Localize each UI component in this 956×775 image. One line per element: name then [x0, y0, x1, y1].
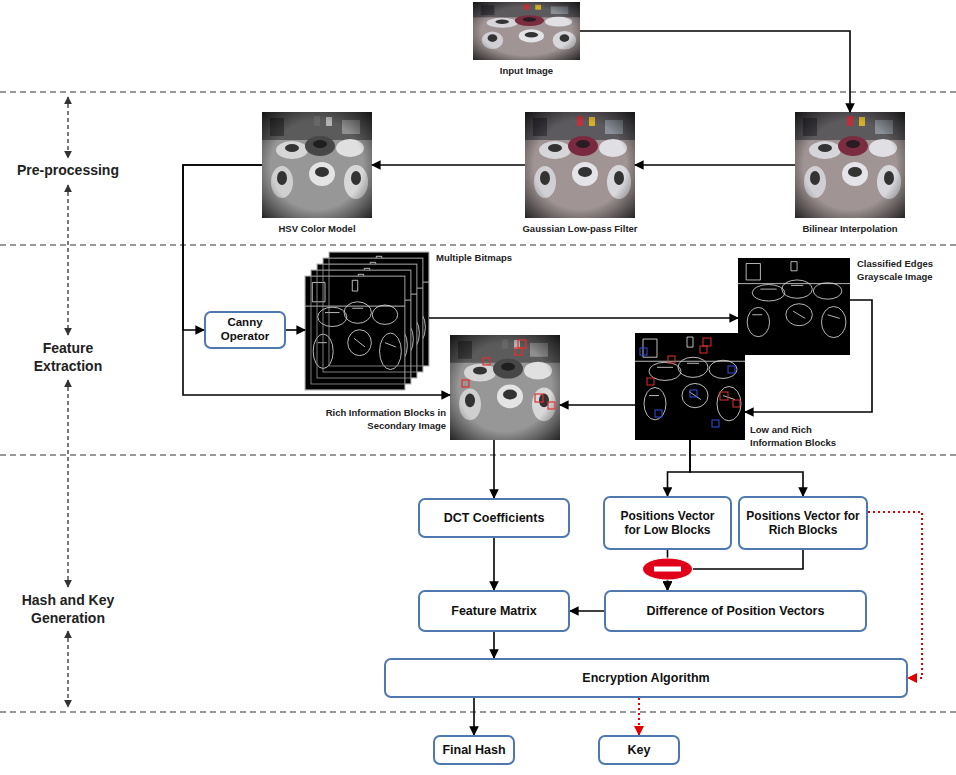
caption-text: Classified Edges Grayscale Image	[857, 258, 949, 284]
key-connector	[868, 512, 922, 678]
image-caption: Multiple Bitmaps	[436, 252, 512, 265]
image-caption: Input Image	[443, 65, 610, 78]
flow-arrow	[570, 610, 604, 612]
photo-step: Gaussian Low-pass Filter	[525, 112, 635, 218]
box-label: Difference of Position Vectors	[647, 604, 825, 619]
caption-text: Bilinear Interpolation	[765, 223, 935, 236]
image-caption: Rich Information Blocks in Secondary Ima…	[321, 407, 446, 433]
key-connector	[638, 698, 640, 735]
subtract-symbol	[643, 558, 693, 580]
process-box: Canny Operator	[204, 311, 286, 349]
process-box: Positions Vector for Low Blocks	[603, 496, 732, 550]
caption-text: Multiple Bitmaps	[436, 252, 512, 265]
flow-arrow	[372, 164, 525, 166]
flow-arrow	[668, 440, 691, 496]
flow-arrow	[183, 165, 450, 395]
caption-text: Gaussian Low-pass Filter	[495, 223, 665, 236]
block-image: Low and Rich Information Blocks	[635, 333, 745, 440]
stage-label: Feature Extraction	[8, 339, 128, 376]
image-caption: HSV Color Model	[232, 223, 402, 236]
image-caption: Classified Edges Grayscale Image	[857, 258, 949, 284]
process-box: Encryption Algorithm	[384, 658, 908, 698]
flow-arrow	[635, 164, 795, 166]
bitmap-stack: Multiple Bitmaps	[305, 252, 429, 390]
flow-arrow	[493, 538, 495, 590]
box-label: Encryption Algorithm	[582, 671, 709, 686]
flow-arrow	[183, 165, 262, 330]
output-box: Key	[598, 735, 680, 765]
input-photo: Input Image	[473, 2, 580, 60]
image-caption: Bilinear Interpolation	[765, 223, 935, 236]
box-label: Positions Vector for Low Blocks	[611, 509, 724, 538]
block-image: Rich Information Blocks in Secondary Ima…	[450, 335, 560, 440]
box-label: Canny Operator	[212, 316, 278, 344]
caption-text: Low and Rich Information Blocks	[750, 424, 850, 450]
process-box: DCT Coefficients	[418, 498, 570, 538]
flow-arrow	[690, 440, 803, 496]
box-label: DCT Coefficients	[444, 511, 545, 526]
caption-text: HSV Color Model	[232, 223, 402, 236]
image-caption: Low and Rich Information Blocks	[750, 424, 850, 450]
stage-label: Pre-processing	[8, 161, 128, 181]
box-label: Key	[628, 743, 651, 758]
flow-arrow	[286, 329, 305, 331]
process-box: Difference of Position Vectors	[604, 590, 867, 632]
flow-arrow	[493, 632, 495, 658]
box-label: Positions Vector for Rich Blocks	[746, 509, 860, 538]
caption-text: Rich Information Blocks in Secondary Ima…	[321, 407, 446, 433]
box-label: Final Hash	[442, 743, 505, 758]
caption-text: Input Image	[443, 65, 610, 78]
stage-label: Hash and Key Generation	[8, 591, 128, 628]
flow-arrow	[580, 31, 850, 112]
flow-arrow	[560, 404, 635, 406]
flow-arrow	[473, 698, 475, 735]
output-box: Final Hash	[433, 735, 515, 765]
edge-image: Classified Edges Grayscale Image	[738, 258, 850, 355]
flow-arrow	[429, 317, 738, 319]
process-box: Positions Vector for Rich Blocks	[738, 496, 868, 550]
photo-step: HSV Color Model	[262, 112, 372, 218]
flow-arrow	[745, 300, 872, 412]
flow-arrow	[493, 440, 495, 498]
box-label: Feature Matrix	[451, 604, 536, 619]
process-box: Feature Matrix	[418, 590, 570, 632]
image-caption: Gaussian Low-pass Filter	[495, 223, 665, 236]
photo-step: Bilinear Interpolation	[795, 112, 905, 218]
